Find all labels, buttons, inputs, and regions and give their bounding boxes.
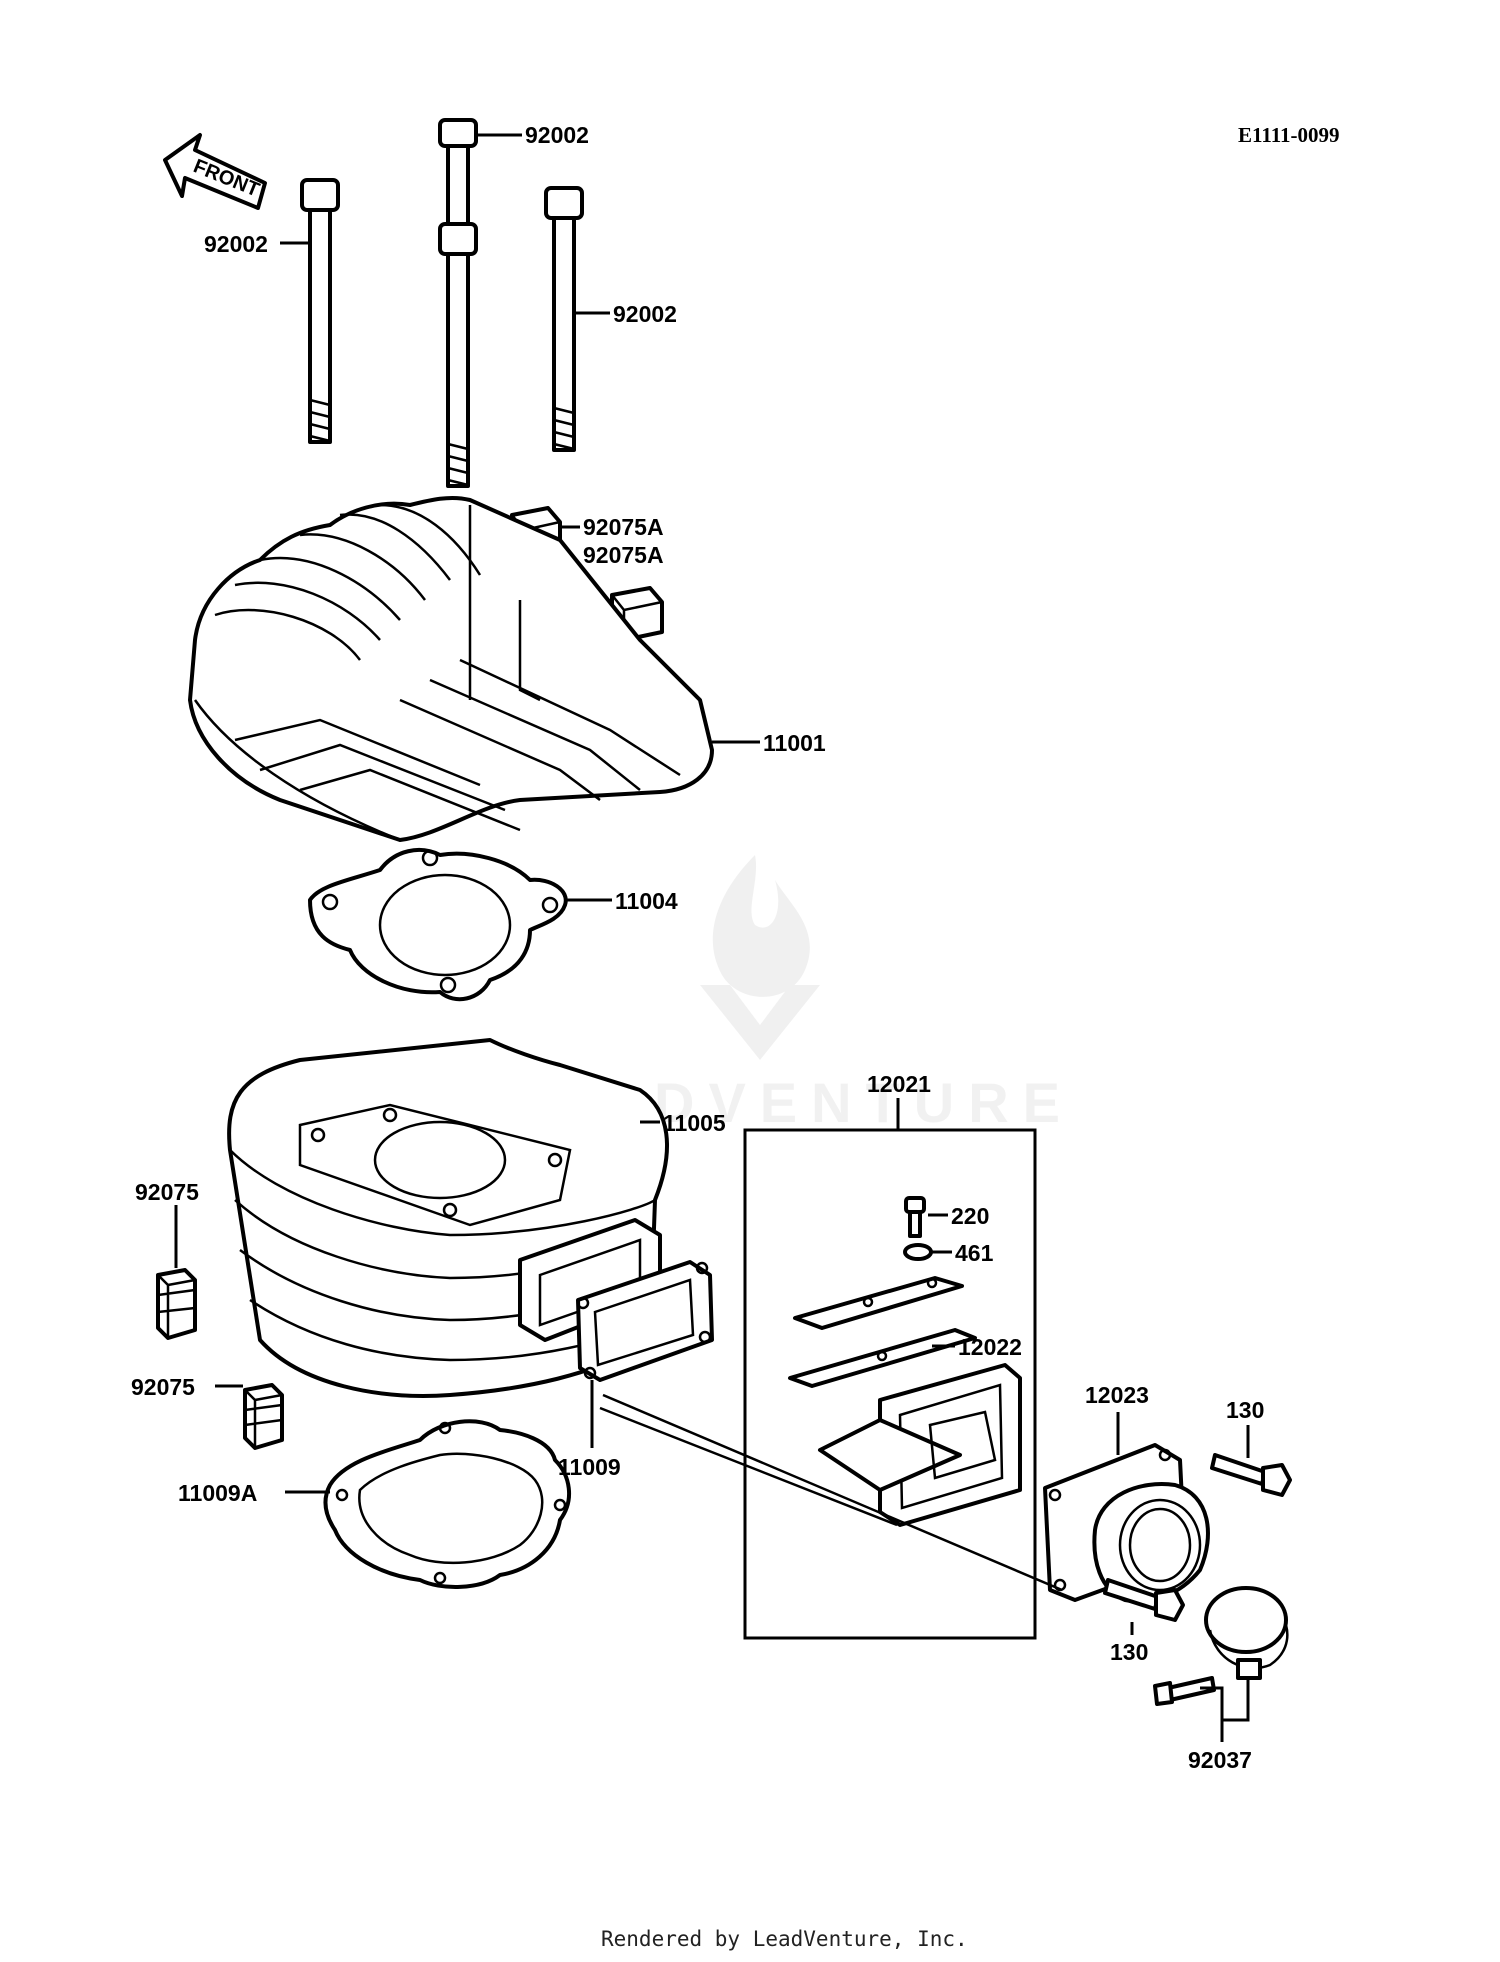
callout-461: 461	[955, 1240, 994, 1266]
cylinder-bolt-center-top	[438, 118, 478, 232]
reed-washer	[903, 1243, 933, 1261]
reed-valve-petals	[788, 1276, 977, 1388]
cylinder-bolt-right	[544, 186, 584, 452]
manifold-bolt-lower	[1103, 1578, 1185, 1622]
callout-11005: 11005	[663, 1110, 726, 1136]
callout-11004: 11004	[615, 888, 678, 914]
reed-gasket	[576, 1260, 714, 1382]
callout-92002-top: 92002	[525, 122, 589, 148]
callout-92037: 92037	[1188, 1747, 1252, 1773]
manifold-bolt-upper	[1210, 1453, 1292, 1497]
callout-11001: 11001	[763, 730, 826, 756]
cylinder-bolt-left	[300, 178, 340, 444]
callout-12023: 12023	[1085, 1382, 1149, 1408]
damper-92075-lower	[243, 1383, 284, 1450]
callout-92002-right: 92002	[613, 301, 677, 327]
callout-92075a-lower: 92075A	[583, 542, 664, 568]
callout-11009: 11009	[558, 1454, 621, 1480]
footer-credit: Rendered by LeadVenture, Inc.	[601, 1927, 968, 1951]
front-arrow-icon: FRONT	[163, 133, 267, 210]
reed-assembly-box	[743, 1098, 1037, 1640]
callout-12021: 12021	[867, 1071, 931, 1097]
reed-block	[818, 1363, 1022, 1527]
callout-220: 220	[951, 1203, 989, 1229]
callout-92075-lower: 92075	[131, 1374, 195, 1400]
cylinder-head	[188, 495, 714, 842]
head-gasket	[308, 848, 568, 1002]
cylinder	[227, 1038, 669, 1398]
base-gasket	[323, 1419, 572, 1589]
callout-92075a-upper: 92075A	[583, 514, 664, 540]
cylinder-bolt-center	[438, 222, 478, 488]
callout-130-upper: 130	[1226, 1397, 1264, 1423]
intake-manifold	[1043, 1443, 1210, 1604]
clamp-bolt	[1153, 1676, 1216, 1706]
callout-92002-left: 92002	[204, 231, 268, 257]
damper-92075-upper	[156, 1268, 197, 1340]
callout-11009a: 11009A	[178, 1480, 257, 1506]
reed-screw	[904, 1196, 926, 1238]
hose-clamp	[1204, 1586, 1289, 1680]
callout-92075-upper: 92075	[135, 1179, 199, 1205]
callout-130-lower: 130	[1110, 1639, 1148, 1665]
diagram-code: E1111-0099	[1238, 123, 1340, 147]
callout-12022: 12022	[958, 1334, 1022, 1360]
